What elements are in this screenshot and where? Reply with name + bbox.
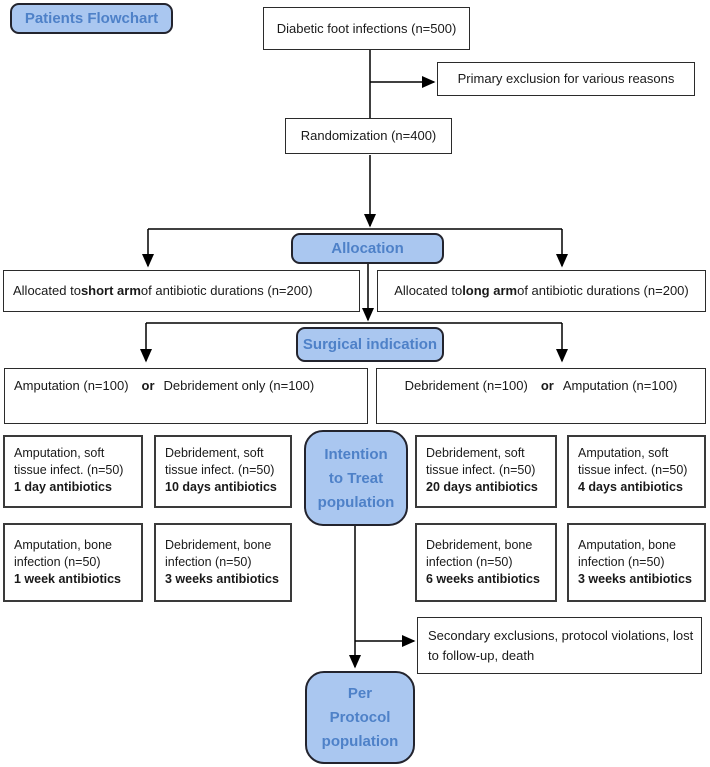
intention-to-treat-node: Intention to Treat population	[304, 430, 408, 526]
allocation-text: Allocation	[331, 240, 404, 257]
primary-exclusion-node: Primary exclusion for various reasons	[437, 62, 695, 96]
surg-left-a: Amputation (n=100)	[14, 378, 129, 393]
randomization-text: Randomization (n=400)	[300, 128, 437, 143]
per-protocol-line-3: population	[321, 733, 399, 750]
cell-debridement-soft-short: Debridement, soft tissue infect. (n=50) …	[154, 435, 292, 508]
cell-amputation-bone-long: Amputation, bone infection (n=50) 3 week…	[567, 523, 706, 602]
diabetic-foot-infections-text: Diabetic foot infections (n=500)	[276, 20, 457, 36]
itt-line-1: Intention	[324, 445, 388, 463]
cell-duration: 1 week antibiotics	[14, 572, 121, 586]
itt-line-2: to Treat	[328, 469, 384, 487]
randomization-node: Randomization (n=400)	[285, 118, 452, 154]
cell-line-1: Debridement, soft	[165, 446, 264, 460]
alloc-left-pre: Allocated to	[13, 283, 81, 298]
cell-line-1: Debridement, soft	[426, 446, 525, 460]
allocation-label: Allocation	[291, 233, 444, 264]
primary-exclusion-text: Primary exclusion for various reasons	[457, 71, 675, 86]
secondary-exclusions-line-1: Secondary exclusions, protocol violation…	[428, 628, 694, 643]
cell-line-2: tissue infect. (n=50)	[426, 463, 536, 477]
cell-line-2: infection (n=50)	[14, 555, 101, 569]
patients-flowchart-label: Patients Flowchart	[10, 3, 173, 34]
cell-debridement-soft-long: Debridement, soft tissue infect. (n=50) …	[415, 435, 557, 508]
surgical-indication-label: Surgical indication	[296, 327, 444, 362]
cell-line-2: infection (n=50)	[578, 555, 665, 569]
cell-line-1: Amputation, soft	[578, 446, 669, 460]
per-protocol-node: Per Protocol population	[305, 671, 415, 764]
cell-duration: 6 weeks antibiotics	[426, 572, 540, 586]
secondary-exclusions-node: Secondary exclusions, protocol violation…	[417, 617, 702, 674]
alloc-left-post: of antibiotic durations (n=200)	[140, 283, 313, 298]
cell-duration: 10 days antibiotics	[165, 480, 277, 494]
alloc-left-bold: short arm	[80, 283, 141, 298]
surg-right-a: Debridement (n=100)	[404, 378, 528, 393]
cell-line-1: Debridement, bone	[165, 538, 272, 552]
cell-duration: 1 day antibiotics	[14, 480, 112, 494]
cell-duration: 3 weeks antibiotics	[165, 572, 279, 586]
cell-line-1: Debridement, bone	[426, 538, 533, 552]
per-protocol-line-1: Per	[347, 685, 373, 702]
cell-amputation-soft-long: Amputation, soft tissue infect. (n=50) 4…	[567, 435, 706, 508]
cell-line-1: Amputation, soft	[14, 446, 105, 460]
cell-line-2: tissue infect. (n=50)	[165, 463, 275, 477]
cell-debridement-bone-long: Debridement, bone infection (n=50) 6 wee…	[415, 523, 557, 602]
surgical-right-node: Debridement (n=100) or Amputation (n=100)	[376, 368, 706, 424]
surg-left-or: or	[141, 378, 155, 393]
cell-amputation-soft-short: Amputation, soft tissue infect. (n=50) 1…	[3, 435, 143, 508]
surg-right-b: Amputation (n=100)	[562, 378, 678, 393]
secondary-exclusions-line-2: to follow-up, death	[428, 648, 535, 663]
surgical-indication-text: Surgical indication	[302, 336, 438, 353]
cell-line-2: infection (n=50)	[426, 555, 513, 569]
cell-duration: 4 days antibiotics	[578, 480, 683, 494]
surg-left-b: Debridement only (n=100)	[163, 378, 315, 393]
itt-line-3: population	[317, 493, 395, 511]
cell-duration: 20 days antibiotics	[426, 480, 538, 494]
cell-debridement-bone-short: Debridement, bone infection (n=50) 3 wee…	[154, 523, 292, 602]
cell-amputation-bone-short: Amputation, bone infection (n=50) 1 week…	[3, 523, 143, 602]
alloc-right-post: of antibiotic durations (n=200)	[517, 283, 689, 298]
per-protocol-line-2: Protocol	[329, 709, 391, 726]
cell-line-1: Amputation, bone	[14, 538, 112, 552]
cell-line-2: tissue infect. (n=50)	[14, 463, 124, 477]
patients-flowchart-text: Patients Flowchart	[24, 10, 159, 27]
alloc-right-bold: long arm	[462, 283, 518, 298]
cell-duration: 3 weeks antibiotics	[578, 572, 692, 586]
allocated-short-arm-node: Allocated to short arm of antibiotic dur…	[3, 270, 360, 312]
surgical-left-node: Amputation (n=100) or Debridement only (n=…	[4, 368, 368, 424]
cell-line-2: tissue infect. (n=50)	[578, 463, 688, 477]
alloc-right-pre: Allocated to	[394, 283, 463, 298]
allocated-long-arm-node: Allocated to long arm of antibiotic dura…	[377, 270, 706, 312]
cell-line-1: Amputation, bone	[578, 538, 676, 552]
surg-right-or: or	[540, 378, 554, 393]
diabetic-foot-infections-node: Diabetic foot infections (n=500)	[263, 7, 470, 50]
cell-line-2: infection (n=50)	[165, 555, 252, 569]
